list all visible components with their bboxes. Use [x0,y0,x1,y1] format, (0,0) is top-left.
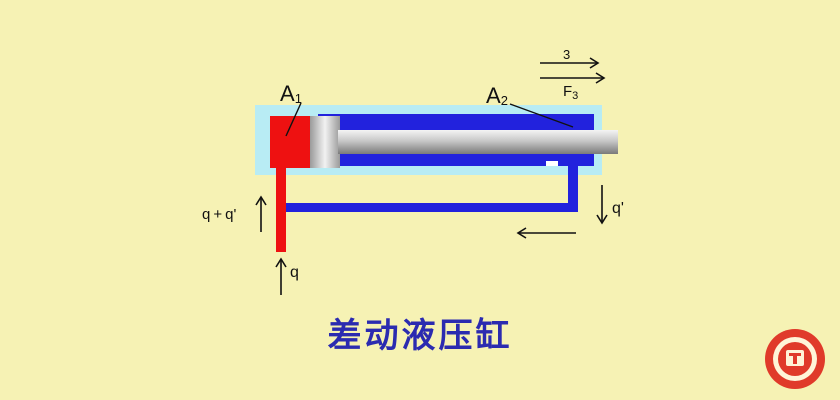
supply-line-red [276,166,286,252]
label-f3: F3 [563,83,578,102]
arrow-return-left [516,227,576,239]
label-a2: A2 [486,83,508,108]
return-line-horizontal [280,203,578,212]
outlet-port [546,161,558,166]
label-3: 3 [563,47,570,62]
label-a1: A1 [280,81,302,106]
university-seal-icon [765,329,825,389]
label-q-prime: q' [612,200,624,217]
arrow-q-up [275,257,287,295]
leader-a1 [285,102,302,137]
rod-side-down-line [568,166,578,212]
label-q: q [290,264,299,281]
arrow-q-prime-down [596,185,608,225]
piston [310,116,340,168]
piston-rod [338,130,618,154]
arrow-force-right [540,72,606,84]
arrow-velocity-right [540,57,600,69]
leader-a2 [509,103,574,128]
diagram-title: 差动液压缸 [327,316,513,356]
arrow-q-plus-up [255,195,267,232]
label-q-plus-q-prime: q + q' [202,206,236,223]
